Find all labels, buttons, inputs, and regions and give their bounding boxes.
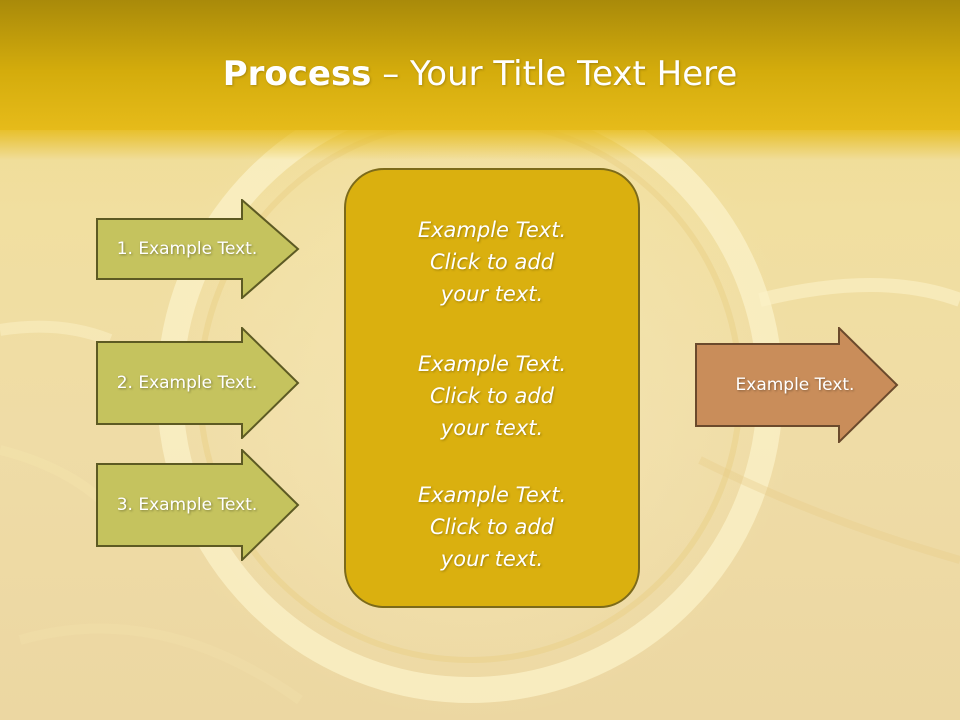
block-line: Click to add: [429, 384, 554, 408]
block-line: your text.: [440, 416, 544, 440]
title-bold: Process: [222, 54, 372, 94]
output-arrow-label: Example Text.: [735, 375, 855, 395]
input-arrow-2[interactable]: 2. Example Text.: [96, 327, 300, 439]
block-line: Example Text.: [417, 483, 567, 507]
block-line: your text.: [440, 547, 544, 571]
center-text-block-1[interactable]: Example Text. Click to add your text.: [346, 214, 638, 310]
arrow-shape-icon: [695, 327, 899, 443]
center-text-block-2[interactable]: Example Text. Click to add your text.: [346, 348, 638, 444]
center-text-block-3[interactable]: Example Text. Click to add your text.: [346, 479, 638, 575]
arrow-shape-icon: [96, 327, 300, 439]
block-line: Example Text.: [417, 352, 567, 376]
slide-title[interactable]: Process – Your Title Text Here: [0, 52, 960, 96]
block-line: Click to add: [429, 250, 554, 274]
title-rest: – Your Title Text Here: [371, 54, 738, 94]
input-arrow-label: 1. Example Text.: [116, 239, 258, 259]
block-line: your text.: [440, 282, 544, 306]
block-line: Click to add: [429, 515, 554, 539]
arrow-shape-icon: [96, 199, 300, 299]
input-arrow-label: 3. Example Text.: [116, 495, 258, 515]
input-arrow-1[interactable]: 1. Example Text.: [96, 199, 300, 299]
arrow-shape-icon: [96, 449, 300, 561]
block-line: Example Text.: [417, 218, 567, 242]
output-arrow[interactable]: Example Text.: [695, 327, 899, 443]
title-bar: [0, 0, 960, 160]
input-arrow-label: 2. Example Text.: [116, 373, 258, 393]
input-arrow-3[interactable]: 3. Example Text.: [96, 449, 300, 561]
center-process-box[interactable]: Example Text. Click to add your text. Ex…: [344, 168, 640, 608]
